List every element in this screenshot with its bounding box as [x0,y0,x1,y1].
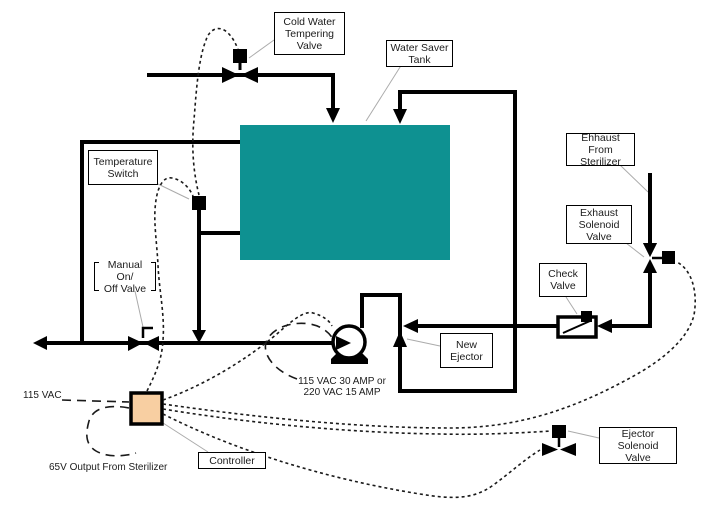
label-line: Valve [586,230,612,243]
exhaust-valve-bottom-wing [643,259,657,273]
leader-water-saver-tank [365,63,403,122]
tempering-valve-left-wing [222,67,239,83]
wire-pump-power [264,322,334,380]
check-valve-cap [581,311,592,322]
wire-controller-to-ejector-solenoid-valve [162,408,552,436]
label-line: Tempering [284,27,335,40]
label-water-saver-tank: Water Saver Tank [386,40,453,67]
bracket-right [151,262,156,291]
power-wires [61,322,334,457]
arrow-temp-line-down [192,330,206,343]
wire-controller-to-exhaust-solenoid-valve [162,261,696,429]
label-line: New [455,338,477,351]
label-line: Ejector [450,350,483,363]
arrow-into-tank-left [326,108,340,123]
controller-symbol [129,391,164,426]
label-line: Off Valve [103,282,147,295]
new-ejector-pointer-arrow [393,331,407,347]
tempering-valve-actuator [233,49,247,63]
wire-65v-output [86,405,137,457]
bracket-left [94,262,99,291]
arrow-into-ejector [403,319,418,333]
temperature-switch-icon [192,196,206,210]
manual-valve-icon [128,326,159,351]
label-manual-on-off-valve: Manual On/ Off Valve [94,258,156,295]
pump-inlet-arrow [336,336,351,350]
exhaust-valve-solenoid [662,251,675,264]
pump-housing [331,324,367,360]
label-check-valve: Check Valve [539,263,587,297]
pump-icon [331,324,368,364]
annotation-65v-output: 65V Output From Sterilizer [49,462,168,473]
annotation-pump-power: 115 VAC 30 AMP or 220 VAC 15 AMP [293,376,391,398]
cold-water-pipe [147,73,335,110]
wire-115vac-to-controller [61,399,130,403]
label-controller: Controller [198,452,266,469]
control-wires [146,27,696,499]
wire-controller-to-pump [162,311,333,401]
exhaust-lower-pipe [612,271,652,328]
pipes [46,73,652,393]
arrow-into-tank-right [393,109,407,124]
label-line: Valve [550,280,576,292]
leader-new-ejector [406,338,441,347]
leader-ehhaust-from-sterilizer [619,164,649,193]
label-temperature-switch: Temperature Switch [88,150,158,185]
label-ejector-solenoid-valve: Ejector Solenoid Valve [599,427,677,464]
label-ehhaust-from-sterilizer: Ehhaust From Sterilizer [566,131,635,168]
label-line: Tank [408,53,431,66]
check-valve-icon [556,311,598,339]
outer-loop-pipe [80,140,240,343]
exhaust-valve-top-wing [643,243,657,257]
check-valve-flap [562,320,591,334]
pump-discharge-loop-pipe [360,90,517,393]
leader-temperature-switch [157,183,190,200]
label-line: Water Saver [390,41,449,54]
leader-controller [162,422,209,453]
label-line: Ejector Solenoid [617,427,659,452]
label-line: Valve [296,39,323,52]
tempering-valve-icon [222,49,258,83]
wire-controller-to-temperature-switch [146,177,194,392]
label-line: Exhaust [580,206,618,219]
label-line: Check [548,268,578,280]
exhaust-solenoid-valve-icon [643,243,675,273]
tempering-valve-right-wing [241,67,258,83]
manual-valve-left-wing [128,336,143,351]
annotation-line: 220 VAC 15 AMP [303,387,381,398]
label-line: Valve [625,451,651,464]
water-saver-tank-body [240,125,450,260]
wire-controller-to-ejector-valve-lower [162,413,541,499]
label-line: Cold Water [283,15,336,28]
label-new-ejector: New Ejector [440,333,493,368]
label-line: Solenoid [578,218,620,231]
annotation-115-vac: 115 VAC [23,390,62,401]
arrow-into-check-valve [597,319,612,333]
leader-lines [134,39,649,453]
ejector-valve-solenoid [552,425,566,438]
ejector-valve-left-wing [542,443,558,456]
arrow-drain-left [33,336,47,350]
leader-check-valve [565,296,578,315]
label-exhaust-solenoid-valve: Exhaust Solenoid Valve [566,205,632,244]
annotation-line: 115 VAC 30 AMP or [298,376,386,387]
label-line: Controller [209,454,255,467]
wire-temperature-switch-to-tempering-valve [192,27,239,196]
leader-exhaust-solenoid-valve [625,242,645,258]
ejector-valve-right-wing [560,443,576,456]
manual-valve-handle [141,326,153,338]
leader-tempering-valve [248,39,275,59]
label-cold-water-tempering-valve: Cold Water Tempering Valve [274,12,345,55]
ejector-solenoid-valve-icon [542,425,576,456]
leader-manual-valve [134,290,144,328]
manual-valve-right-wing [144,336,159,351]
leader-ejector-solenoid-valve [567,430,600,439]
label-line: Manual On/ [107,258,143,283]
label-line: Temperature [93,155,153,168]
label-line: Switch [107,167,139,180]
label-line: Ehhaust From [581,131,620,156]
label-line: Sterilizer [580,155,621,168]
